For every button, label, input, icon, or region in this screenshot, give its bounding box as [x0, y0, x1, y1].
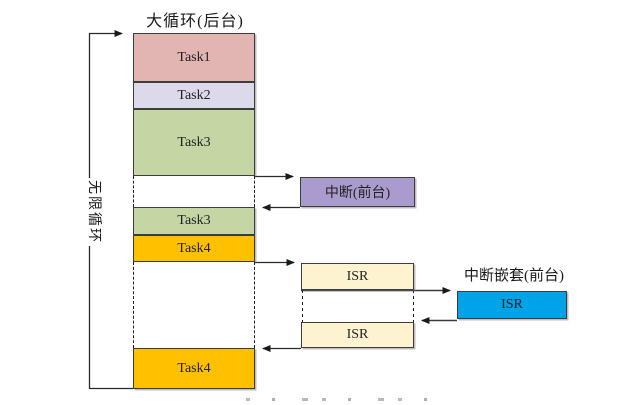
task3-block: Task3: [133, 109, 255, 176]
task4-resume-block: Task4: [133, 348, 255, 389]
nested-interrupt-title: 中断嵌套(前台): [464, 268, 564, 284]
interrupt-foreground-box: 中断(前台): [300, 177, 415, 207]
interrupt-gap-1: [133, 176, 255, 207]
task1-block: Task1: [133, 33, 255, 82]
interrupt-gap-2: [133, 262, 255, 348]
task3-resume-block: Task3: [133, 207, 255, 235]
task4-block: Task4: [133, 235, 255, 262]
nested-isr-box: ISR: [457, 291, 567, 319]
isr-box-2: ISR: [301, 322, 414, 348]
infinite-loop-label: 无限循环: [85, 178, 101, 246]
task2-block: Task2: [133, 82, 255, 109]
isr-box-1: ISR: [301, 263, 414, 290]
background-loop-title: 大循环(后台): [146, 13, 244, 30]
clipped-caption-fragment: [232, 398, 432, 401]
